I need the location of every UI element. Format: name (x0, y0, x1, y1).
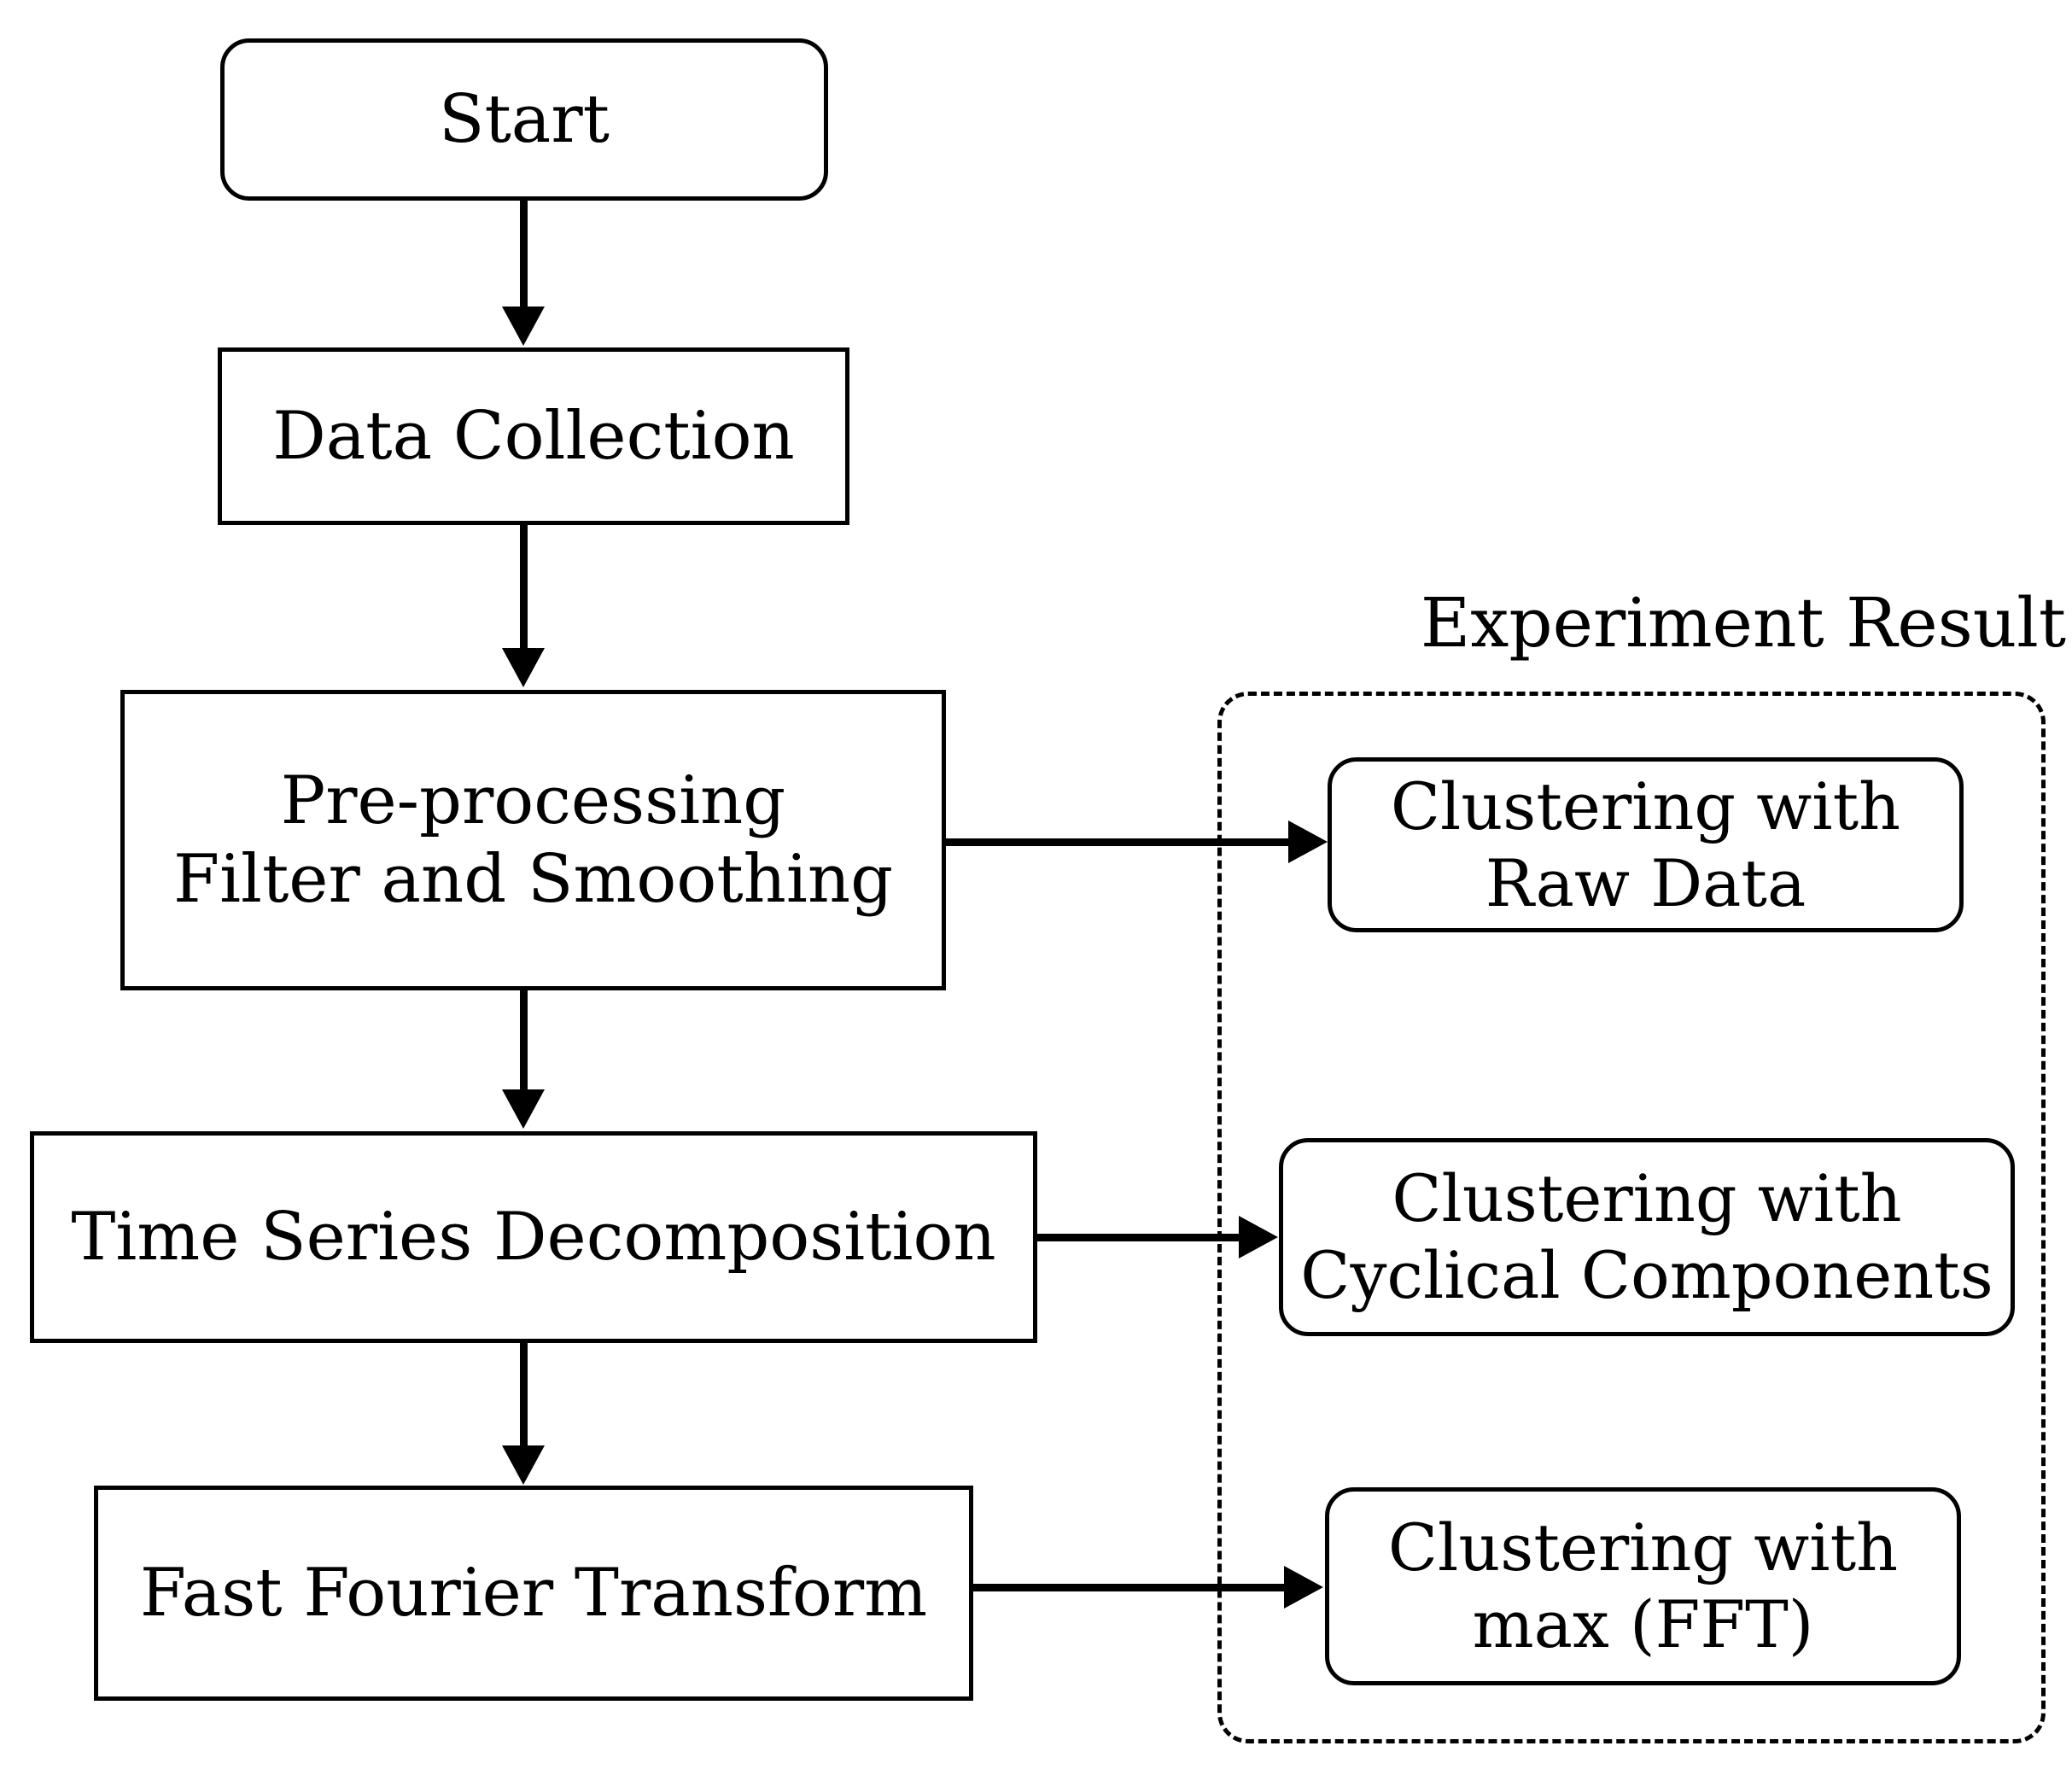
arrow-down-icon (502, 1445, 545, 1485)
edge-line (520, 990, 528, 1093)
arrow-down-icon (502, 648, 545, 687)
node-preprocessing-label: Pre-processing Filter and Smoothing (172, 762, 894, 918)
arrow-down-icon (502, 1089, 545, 1129)
edge-line (520, 199, 528, 310)
node-clustering-max-fft[interactable]: Clustering with max (FFT) (1325, 1487, 1961, 1685)
edge-line (1037, 1234, 1242, 1241)
node-time-series-decomposition[interactable]: Time Series Decomposition (30, 1131, 1037, 1343)
node-clustering-cyclical-components[interactable]: Clustering with Cyclical Components (1279, 1138, 2015, 1336)
edge-line (520, 1343, 528, 1449)
node-clustering-cyclical-components-label: Clustering with Cyclical Components (1300, 1160, 1993, 1313)
node-start[interactable]: Start (220, 38, 828, 201)
node-data-collection-label: Data Collection (272, 397, 795, 475)
node-fast-fourier-transform[interactable]: Fast Fourier Transform (94, 1486, 973, 1701)
arrow-down-icon (502, 307, 545, 346)
experiment-result-group-label: Experiment Result (1420, 583, 2066, 663)
node-time-series-decomposition-label: Time Series Decomposition (71, 1198, 996, 1276)
node-clustering-max-fft-label: Clustering with max (FFT) (1387, 1509, 1899, 1662)
node-preprocessing[interactable]: Pre-processing Filter and Smoothing (120, 690, 946, 990)
node-start-label: Start (439, 80, 610, 158)
node-data-collection[interactable]: Data Collection (218, 347, 849, 525)
experiment-result-group (1217, 692, 2046, 1743)
node-fast-fourier-transform-label: Fast Fourier Transform (139, 1554, 928, 1632)
edge-line (520, 525, 528, 651)
node-clustering-raw-data[interactable]: Clustering with Raw Data (1328, 757, 1964, 932)
node-clustering-raw-data-label: Clustering with Raw Data (1390, 768, 1901, 921)
